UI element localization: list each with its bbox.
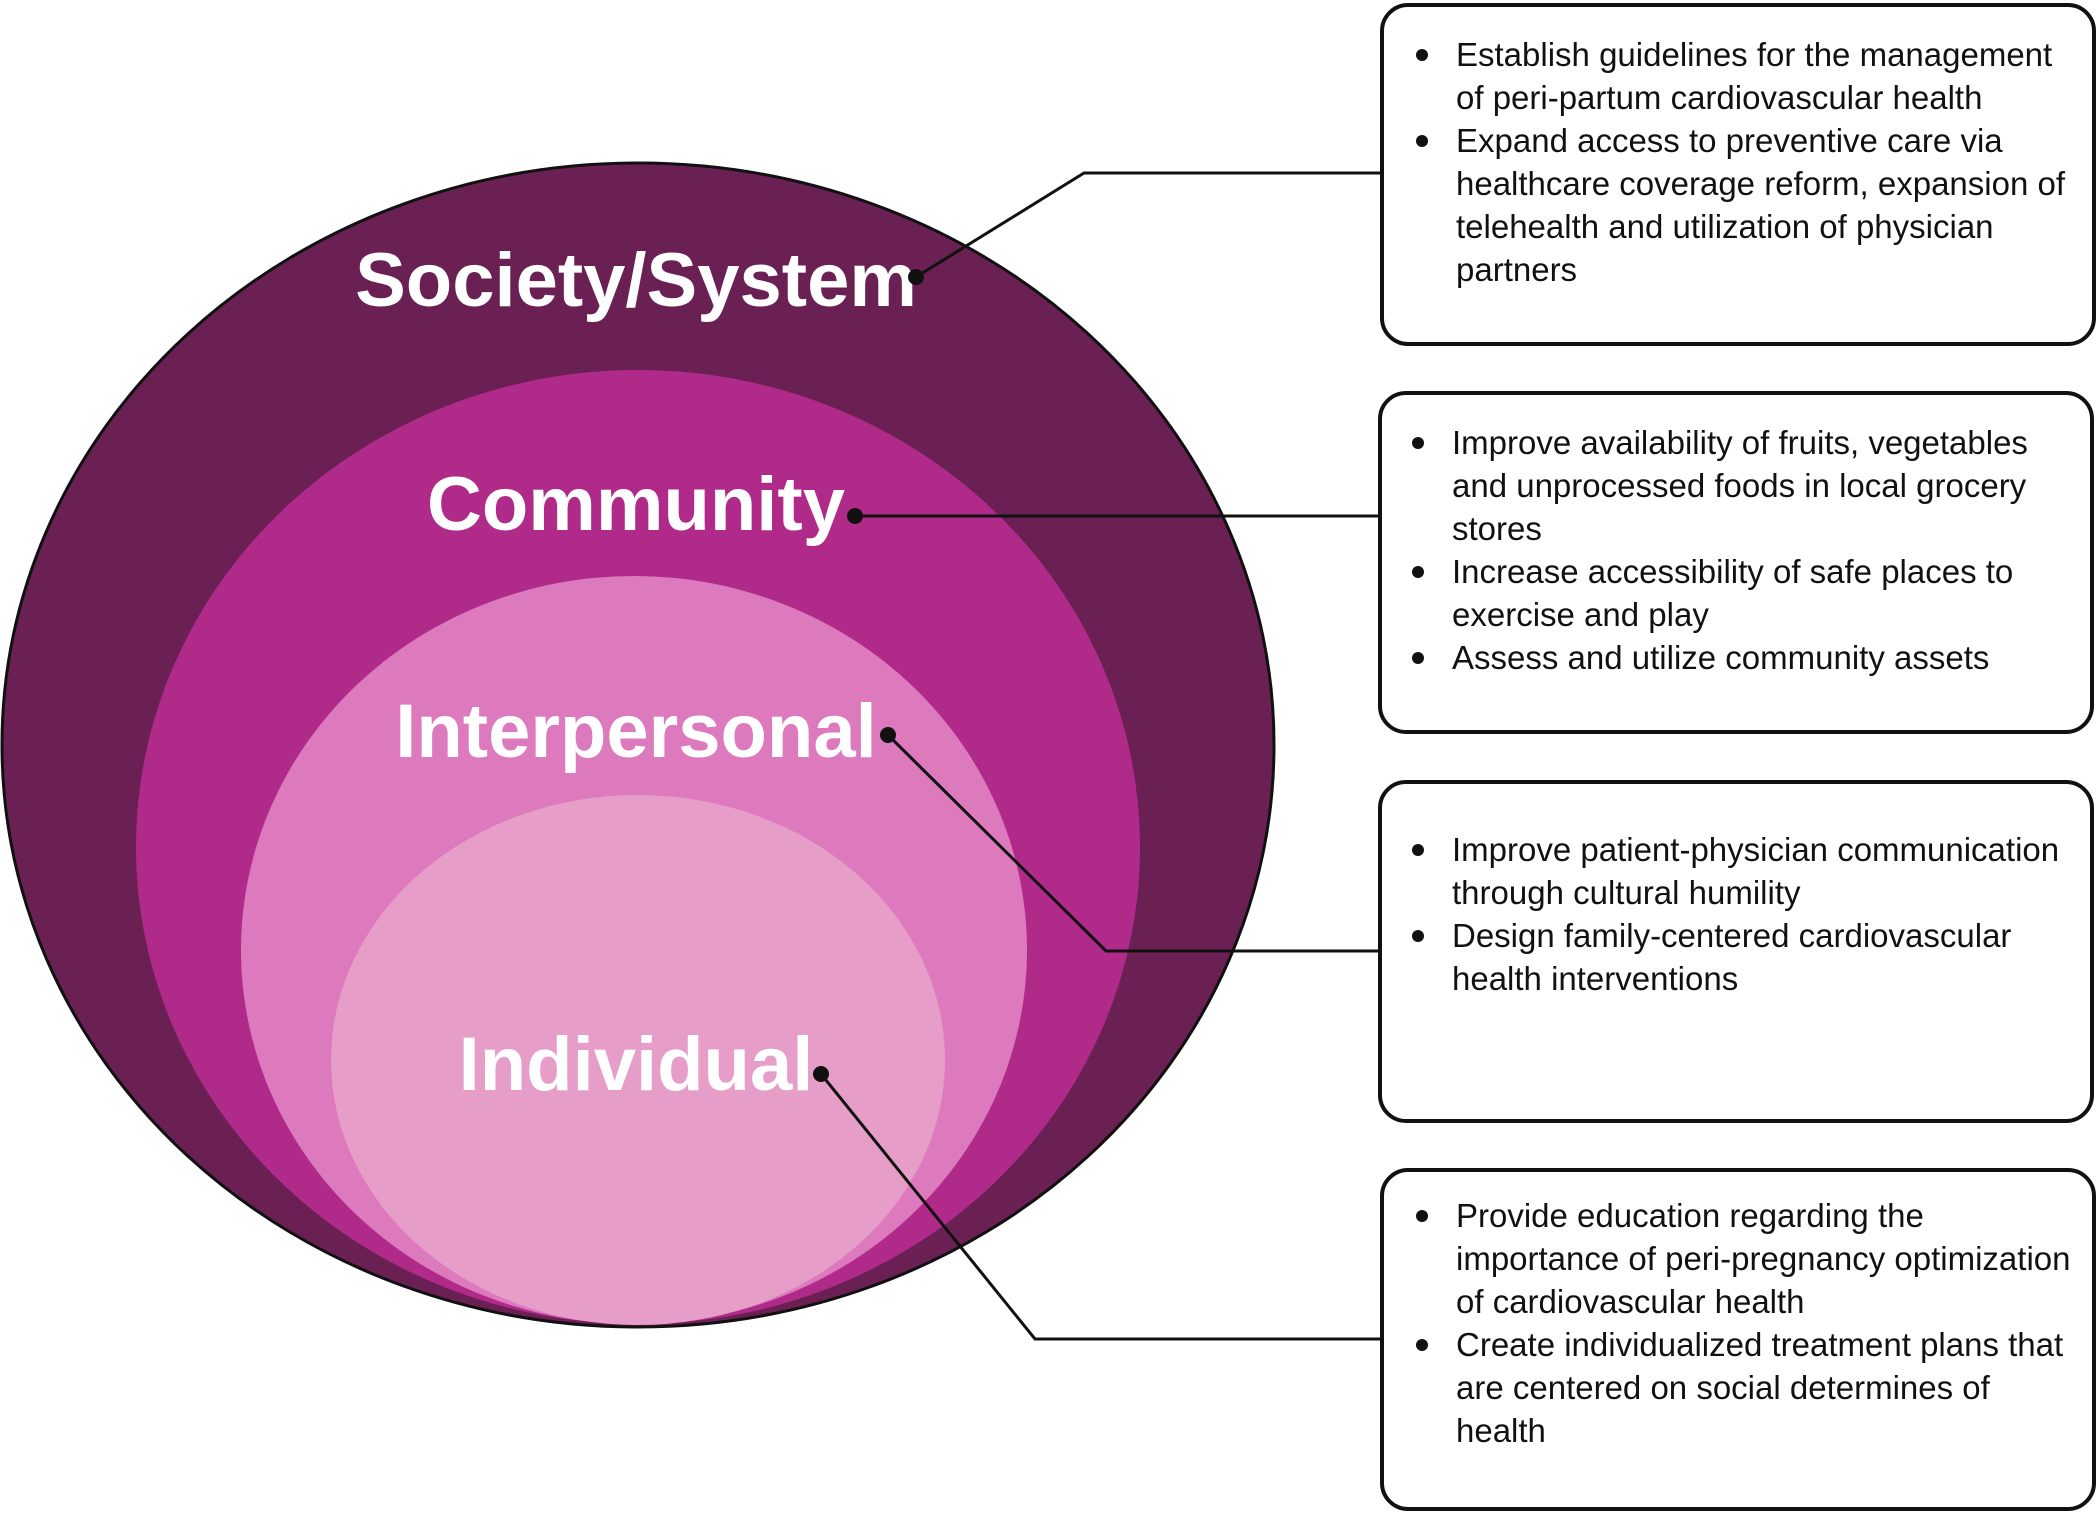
society-connector-dot <box>908 269 924 285</box>
list-item: Improve availability of fruits, vegetabl… <box>1412 421 2070 550</box>
interpersonal-connector-line <box>886 733 1380 953</box>
society-system-label: Society/System <box>355 238 917 323</box>
community-connector-dot <box>847 508 863 524</box>
community-list: Improve availability of fruits, vegetabl… <box>1412 421 2070 679</box>
society-system-box: Establish guidelines for the management … <box>1380 3 2096 346</box>
individual-ellipse <box>331 795 945 1325</box>
list-item: Design family-centered cardiovascular he… <box>1412 914 2070 1000</box>
community-box: Improve availability of fruits, vegetabl… <box>1378 391 2094 734</box>
list-item: Create individualized treatment plans th… <box>1416 1323 2072 1452</box>
interpersonal-connector-dot <box>880 727 896 743</box>
list-item: Expand access to preventive care via hea… <box>1416 119 2072 291</box>
interpersonal-list: Improve patient-physician communication … <box>1412 828 2070 1000</box>
list-item: Improve patient-physician communication … <box>1412 828 2070 914</box>
interpersonal-box: Improve patient-physician communication … <box>1378 780 2094 1123</box>
community-label: Community <box>427 462 845 547</box>
list-item: Assess and utilize community assets <box>1412 636 2070 679</box>
individual-box: Provide education regarding the importan… <box>1380 1168 2096 1511</box>
society-connector-line <box>915 171 1383 279</box>
interpersonal-label: Interpersonal <box>395 689 876 774</box>
individual-connector-dot <box>813 1066 829 1082</box>
individual-connector-line <box>819 1073 1383 1341</box>
individual-label: Individual <box>459 1022 814 1107</box>
list-item: Provide education regarding the importan… <box>1416 1194 2072 1323</box>
list-item: Increase accessibility of safe places to… <box>1412 550 2070 636</box>
individual-list: Provide education regarding the importan… <box>1416 1194 2072 1452</box>
society-system-list: Establish guidelines for the management … <box>1416 33 2072 291</box>
list-item: Establish guidelines for the management … <box>1416 33 2072 119</box>
